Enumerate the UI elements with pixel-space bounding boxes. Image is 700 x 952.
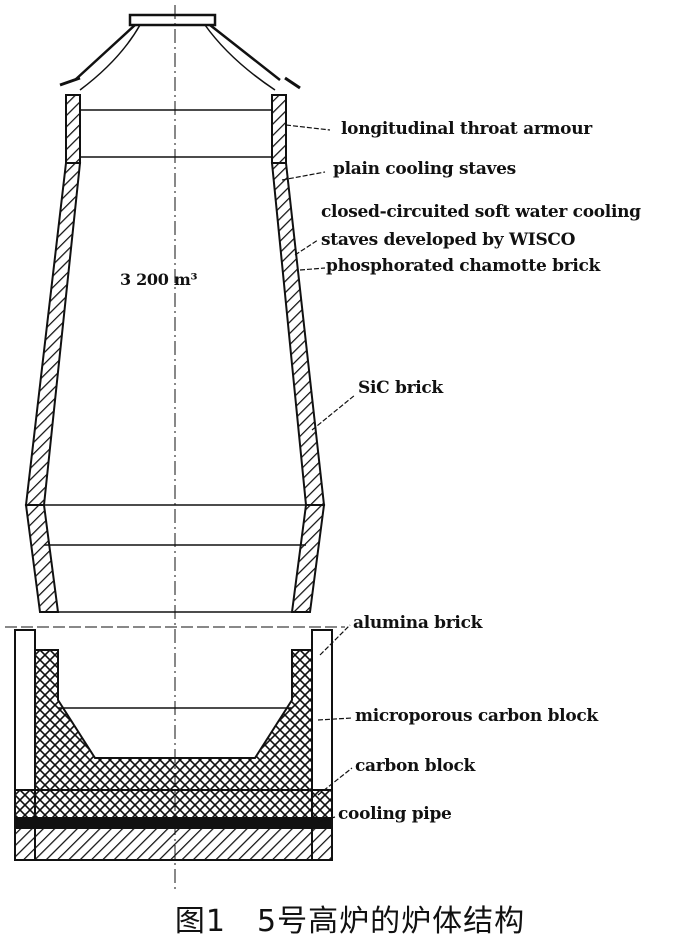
leader-lines — [281, 124, 356, 823]
label-cooling-pipe: cooling pipe — [338, 804, 452, 824]
furnace-throat — [65, 94, 287, 164]
furnace-bosh — [5, 504, 345, 628]
label-sic-brick: SiC brick — [358, 378, 443, 398]
blast-furnace-diagram — [5, 5, 356, 890]
label-soft-water-staves-1: closed-circuited soft water cooling — [321, 202, 641, 222]
figure-caption: 图1 5号高炉的炉体结构 — [174, 904, 526, 939]
label-microporous-carbon: microporous carbon block — [355, 706, 598, 726]
label-throat-armour: longitudinal throat armour — [341, 119, 592, 139]
label-chamotte-brick: phosphorated chamotte brick — [326, 256, 601, 276]
label-alumina-brick: alumina brick — [353, 613, 483, 633]
furnace-hearth — [14, 629, 333, 861]
label-carbon-block: carbon block — [355, 756, 476, 776]
label-plain-cooling-staves: plain cooling staves — [333, 159, 516, 179]
label-soft-water-staves-2: staves developed by WISCO — [321, 230, 576, 250]
volume-label: 3 200 m³ — [120, 270, 198, 289]
furnace-top — [59, 13, 301, 91]
